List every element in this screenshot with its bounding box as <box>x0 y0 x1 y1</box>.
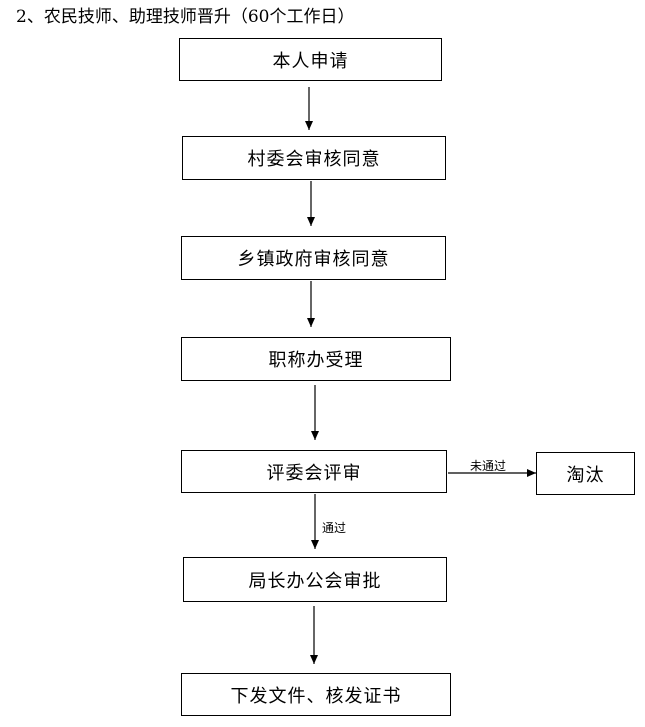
edge-label-fail: 未通过 <box>470 459 507 473</box>
step-director-approval: 局长办公会审批 <box>183 557 447 602</box>
edge-label-pass: 通过 <box>322 521 347 535</box>
step-town-review: 乡镇政府审核同意 <box>181 236 446 280</box>
step-apply: 本人申请 <box>179 38 442 81</box>
step-issue-certificate: 下发文件、核发证书 <box>181 673 451 716</box>
step-committee-review: 评委会评审 <box>181 450 447 493</box>
step-village-review: 村委会审核同意 <box>182 136 446 180</box>
step-eliminate: 淘汰 <box>536 452 635 495</box>
page-title: 2、农民技师、助理技师晋升（60个工作日） <box>16 7 355 27</box>
step-office-accept: 职称办受理 <box>181 337 451 381</box>
